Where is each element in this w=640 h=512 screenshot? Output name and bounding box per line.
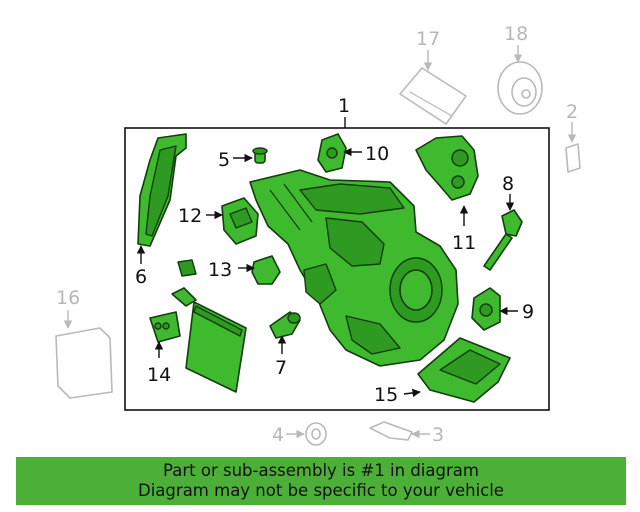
label-4: 4: [272, 424, 284, 446]
part-5-clip[interactable]: [252, 147, 268, 164]
label-7: 7: [275, 357, 287, 379]
label-13: 13: [208, 259, 232, 281]
part-4-ghost: [305, 422, 327, 446]
part-9-motor[interactable]: [471, 287, 501, 331]
label-6: 6: [135, 266, 147, 288]
part-18-ghost: [497, 61, 543, 115]
label-15: 15: [374, 384, 398, 406]
label-16: 16: [56, 287, 80, 309]
part-17-ghost: [399, 67, 467, 125]
part-15-evaporator-tray[interactable]: [417, 337, 511, 403]
part-1-hvac-housing[interactable]: [249, 169, 459, 367]
part-11-bracket[interactable]: [415, 135, 479, 201]
label-17: 17: [416, 28, 440, 50]
part-10-actuator[interactable]: [317, 133, 347, 173]
assembly-frame: [124, 127, 550, 411]
label-5: 5: [218, 149, 230, 171]
label-8: 8: [502, 173, 514, 195]
parts-diagram: 1 6 5 10 12 13: [55, 23, 581, 446]
banner-line-2: Diagram may not be specific to your vehi…: [138, 481, 504, 500]
part-8-sensor[interactable]: [483, 209, 523, 271]
label-2: 2: [566, 101, 578, 123]
part-3-ghost: [369, 421, 413, 441]
label-12: 12: [178, 205, 202, 227]
part-14-heater-core[interactable]: [149, 287, 247, 393]
part-7-valve[interactable]: [269, 311, 301, 339]
label-14: 14: [147, 364, 171, 386]
label-1: 1: [338, 95, 350, 117]
part-6-side-duct[interactable]: [137, 133, 187, 247]
label-10: 10: [365, 143, 389, 165]
part-12-module[interactable]: [221, 197, 259, 245]
part-13-connector[interactable]: [177, 255, 281, 285]
label-11: 11: [452, 232, 476, 254]
label-3: 3: [432, 424, 444, 446]
part-16-ghost: [55, 327, 113, 399]
part-2-ghost: [565, 143, 581, 173]
label-9: 9: [522, 301, 534, 323]
info-banner: Part or sub-assembly is #1 in diagram Di…: [16, 457, 626, 505]
banner-line-1: Part or sub-assembly is #1 in diagram: [163, 461, 479, 480]
label-18: 18: [504, 23, 528, 45]
